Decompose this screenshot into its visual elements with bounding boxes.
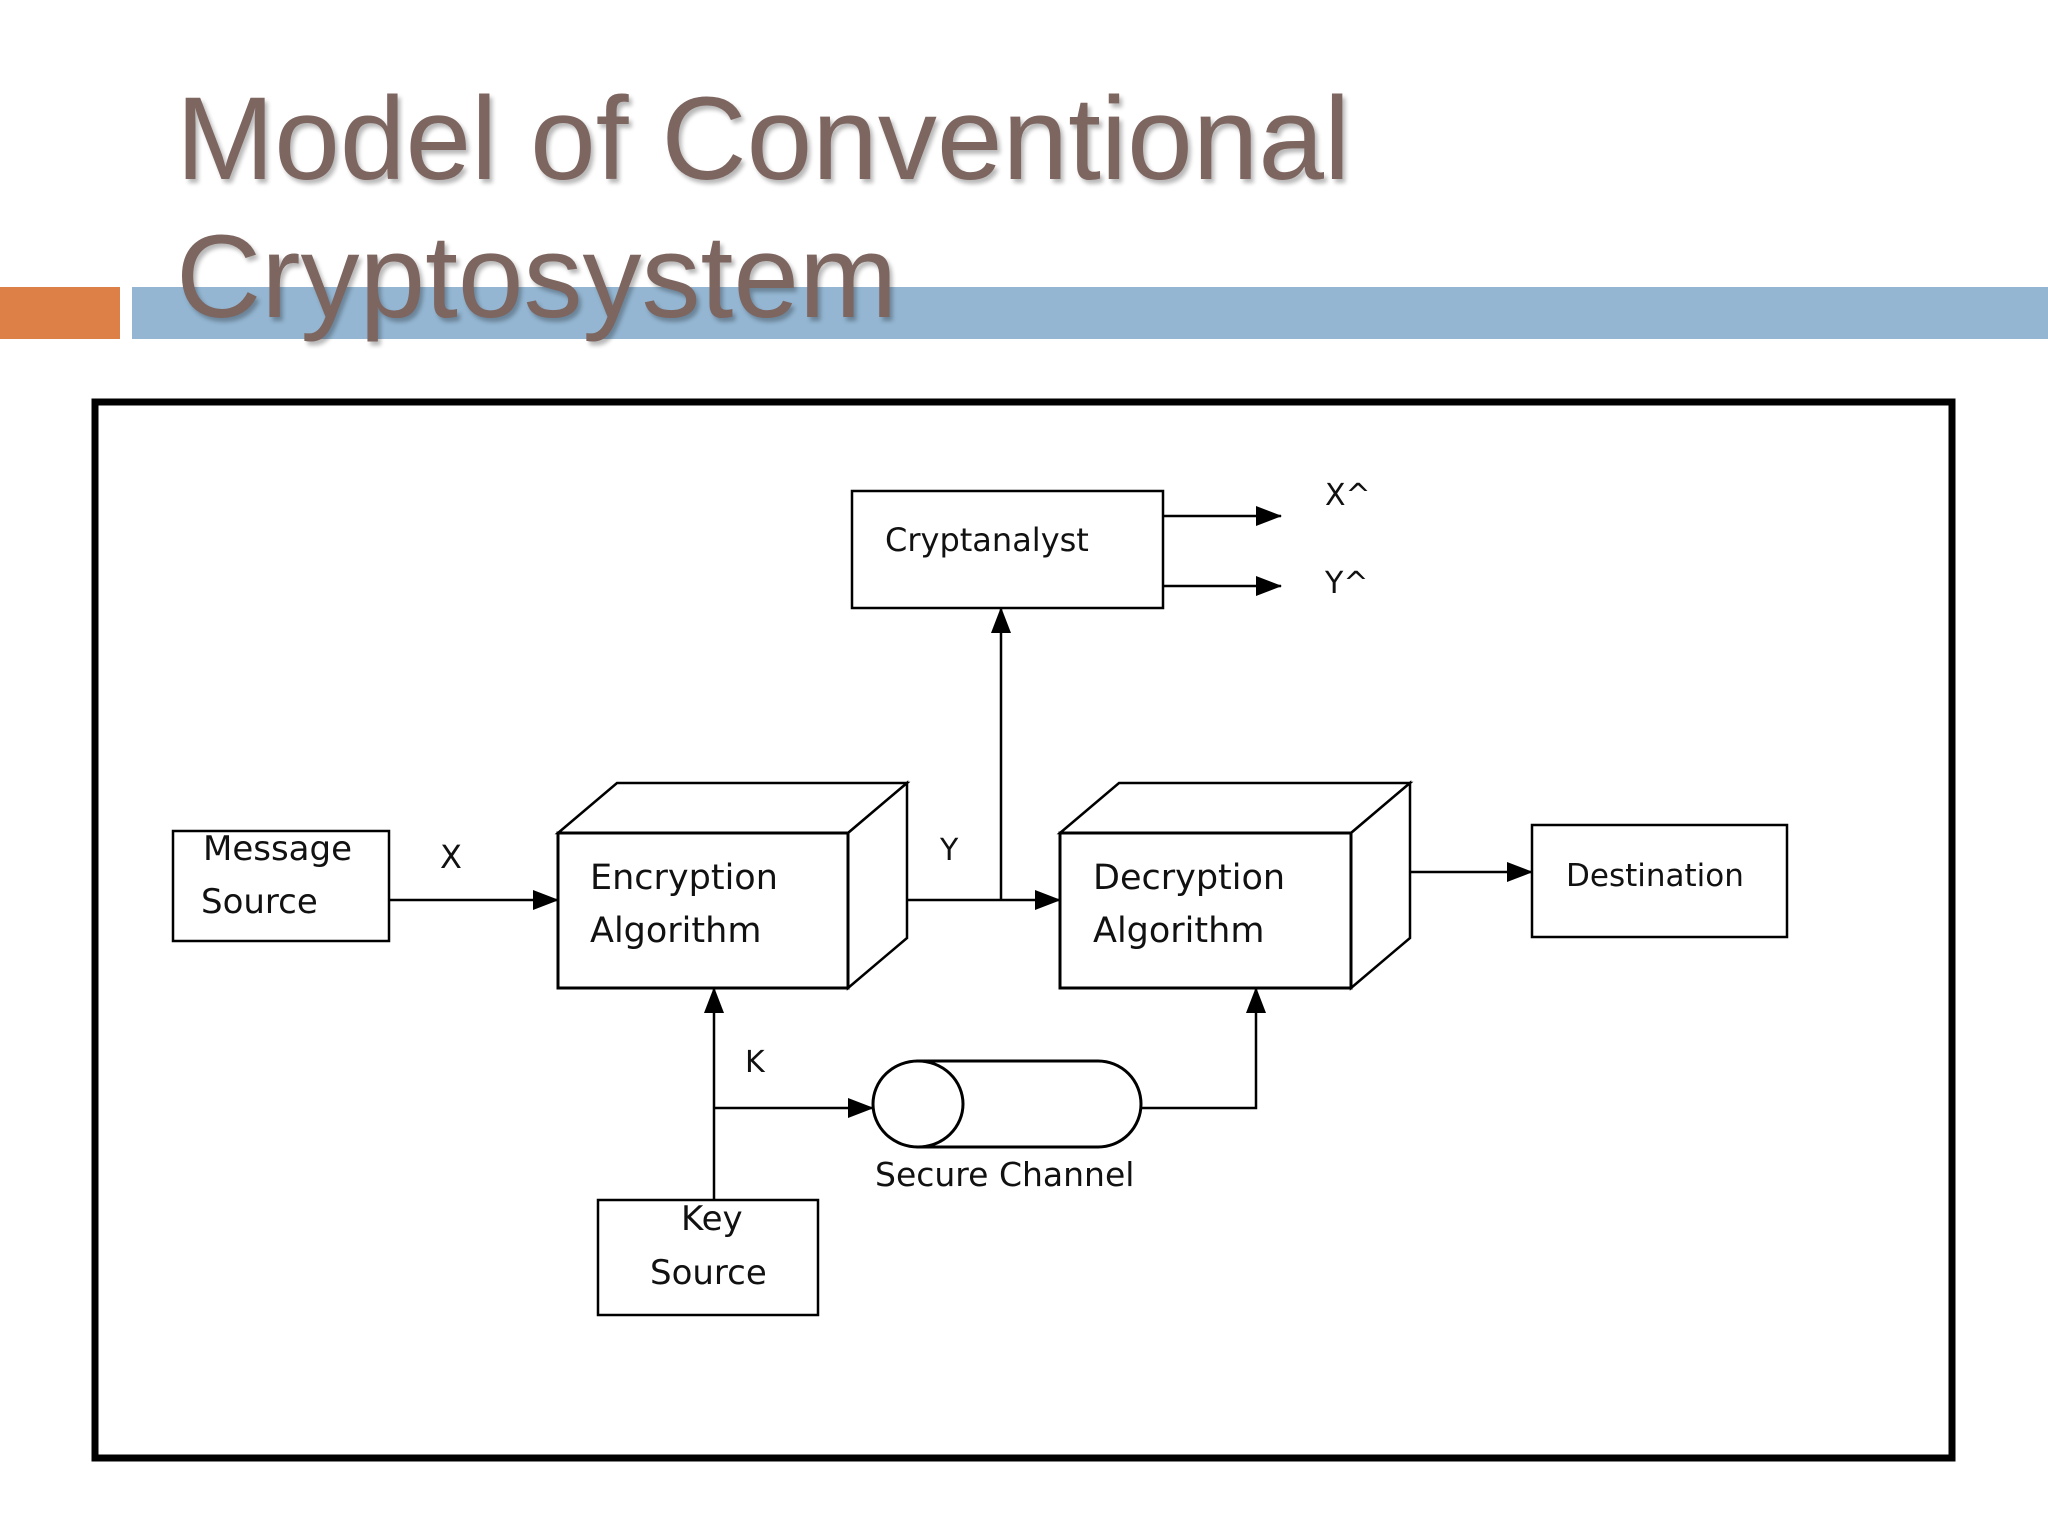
encryption-label-1: Encryption	[590, 858, 778, 898]
label-y-hat: Y^	[1324, 566, 1368, 601]
encryption-algorithm-box: Encryption Algorithm	[554, 780, 911, 991]
decryption-label-1: Decryption	[1093, 858, 1285, 898]
destination-box: Destination	[1530, 823, 1789, 939]
cryptanalyst-label: Cryptanalyst	[885, 521, 1089, 559]
accent-bar-blue	[132, 287, 2048, 339]
message-source-label-2: Source	[201, 882, 318, 922]
secure-channel: Secure Channel	[871, 1059, 1143, 1194]
connectors	[389, 506, 1533, 1200]
label-x: X	[440, 838, 462, 876]
message-source-label-1: Message	[203, 829, 352, 869]
arrow-channel-to-decryption	[1141, 987, 1266, 1110]
destination-label: Destination	[1566, 858, 1744, 894]
decryption-algorithm-box: Decryption Algorithm	[1056, 780, 1414, 991]
cryptanalyst-box: Cryptanalyst	[850, 489, 1165, 610]
encryption-label-2: Algorithm	[590, 911, 761, 951]
label-k: K	[745, 1045, 766, 1080]
label-y: Y	[939, 833, 959, 868]
label-x-hat: X^	[1325, 478, 1371, 513]
title-line-2: Cryptosystem	[176, 211, 898, 343]
key-source-label-1: Key	[681, 1199, 743, 1239]
slide-title: Model of Conventional Cryptosystem	[176, 70, 1350, 346]
accent-bar-orange	[0, 287, 120, 339]
decryption-label-2: Algorithm	[1093, 911, 1264, 951]
secure-channel-label: Secure Channel	[875, 1155, 1134, 1194]
key-source-box: Key Source	[596, 1198, 820, 1317]
key-source-label-2: Source	[650, 1253, 767, 1293]
title-line-1: Model of Conventional	[176, 73, 1351, 205]
message-source-box: Message Source	[171, 829, 391, 943]
